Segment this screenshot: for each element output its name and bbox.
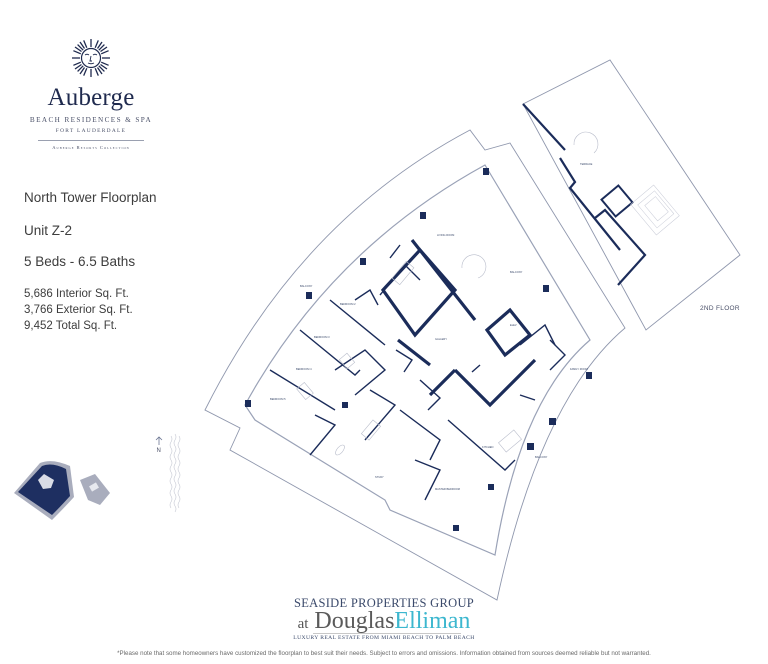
at-text: at [297, 616, 309, 632]
beds-baths: 5 Beds - 6.5 Baths [24, 254, 136, 269]
divider [38, 140, 144, 141]
room-label: LIVING ROOM [437, 233, 454, 237]
brand-location: FORT LAUDERDALE [55, 128, 127, 134]
elliman-text: Elliman [394, 608, 471, 634]
brand-logo: Auberge BEACH RESIDENCES & SPA FORT LAUD… [20, 38, 162, 150]
room-label: MASTER BEDROOM [435, 487, 460, 491]
square-footage: 5,686 Interior Sq. Ft. 3,766 Exterior Sq… [24, 286, 133, 334]
main-floor-plan: BALCONY BALCONY BALCONY LIVING ROOM GALL… [204, 129, 626, 601]
north-label: N [157, 448, 161, 454]
room-label: FAMILY ROOM [570, 367, 588, 371]
tagline: LUXURY REAL ESTATE FROM MIAMI BEACH TO P… [293, 635, 475, 641]
room-label: BALCONY [510, 270, 523, 274]
divider [313, 633, 461, 634]
douglas-elliman-logo: at DouglasElliman [0, 608, 768, 637]
brand-name: Auberge [47, 84, 135, 111]
seaside-group-name: SEASIDE PROPERTIES GROUP [293, 596, 475, 610]
sun-face-icon [72, 39, 110, 77]
water-waves [169, 433, 181, 513]
brand-subtitle: BEACH RESIDENCES & SPA [29, 116, 153, 124]
room-label: BEDROOM 5 [270, 397, 286, 401]
room-label: BEDROOM 2 [340, 302, 356, 306]
room-label: KITCHEN [482, 445, 494, 449]
room-label: STUDY [375, 475, 384, 479]
douglas-text: Douglas [314, 608, 395, 634]
room-label: BEDROOM 4 [296, 367, 312, 371]
room-label: ELEV [510, 323, 517, 327]
brand-collection: Auberge Resorts Collection [52, 145, 130, 150]
north-arrow-icon: N [155, 436, 163, 454]
interior-sqft: 5,686 Interior Sq. Ft. [24, 288, 129, 300]
total-sqft: 9,452 Total Sq. Ft. [24, 320, 118, 332]
tower-title: North Tower Floorplan [24, 190, 157, 205]
disclaimer: *Please note that some homeowners have c… [117, 650, 651, 657]
second-floor-label: 2ND FLOOR [700, 305, 740, 312]
room-label: BEDROOM 3 [314, 335, 330, 339]
second-floor-plan: 2ND FLOOR [522, 59, 741, 331]
unit-name: Unit Z-2 [24, 223, 73, 238]
room-label: BALCONY [535, 455, 548, 459]
exterior-sqft: 3,766 Exterior Sq. Ft. [24, 304, 133, 316]
room-label: BALCONY [300, 284, 313, 288]
room-label: GALLERY [435, 337, 447, 341]
key-plan-icon [14, 461, 110, 520]
room-label: TERRACE [580, 162, 593, 166]
